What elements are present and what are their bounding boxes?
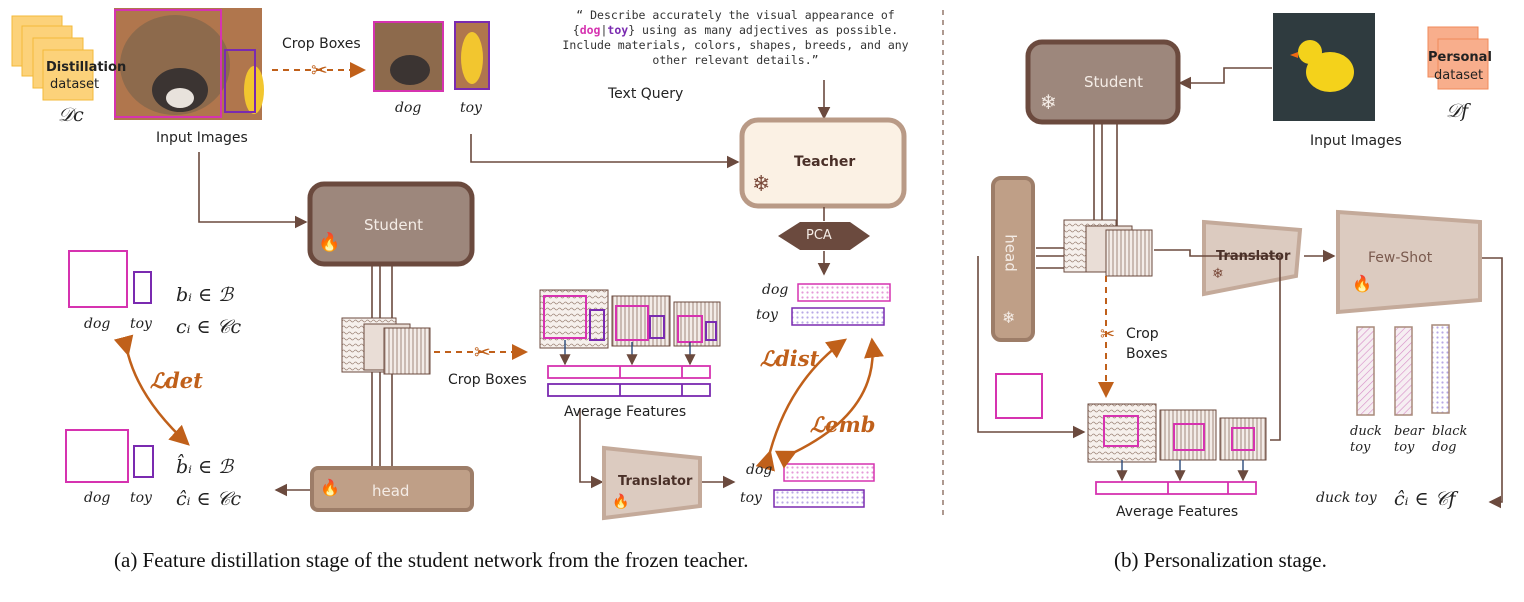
gt-box-dog: [68, 250, 128, 308]
crop-boxes-mid-label: Crop Boxes: [448, 372, 527, 388]
scissors-icon: ✂: [1100, 324, 1116, 345]
pca-label: PCA: [806, 228, 832, 243]
c-i: cᵢ ∈ 𝒞c: [176, 316, 242, 338]
few-shot-label: Few-Shot: [1368, 250, 1433, 266]
cropped-feature-maps: [539, 289, 721, 349]
proto-black-dog: [1431, 324, 1450, 414]
loss-det: ℒdet: [150, 368, 203, 393]
snowflake-icon: ❄: [1002, 308, 1016, 327]
flame-icon: 🔥: [318, 232, 341, 253]
gt-dog-label: dog: [84, 316, 111, 332]
few-shot-box: [1336, 209, 1482, 315]
crop-dog-label: dog: [395, 100, 422, 116]
input-image-duck: [1273, 13, 1375, 121]
translator-feature-toy: [773, 489, 865, 508]
dataset-title: Distillation: [46, 60, 127, 75]
average-features-b: [1095, 481, 1257, 495]
proto-duck-toy: [1356, 326, 1375, 416]
head-box-b: [991, 176, 1035, 342]
teacher-box: [739, 117, 907, 209]
translator-box-b: [1202, 219, 1303, 297]
caption-b: (b) Personalization stage.: [1114, 548, 1327, 572]
pred-box-toy: [133, 445, 154, 478]
crop-dog-image: [373, 21, 444, 92]
cropped-feature-maps-b: [1087, 403, 1267, 463]
distillation-dataset-icon: [11, 15, 94, 101]
pred-label-b: duck toy: [1316, 490, 1377, 506]
c-hat: ĉᵢ ∈ 𝒞c: [176, 488, 242, 510]
input-images-b-label: Input Images: [1310, 133, 1402, 149]
teacher-dog-label: dog: [762, 282, 789, 298]
caption-a: (a) Feature distillation stage of the st…: [114, 548, 749, 572]
translator-b-label: Translator: [1216, 249, 1291, 264]
teacher-label: Teacher: [794, 154, 856, 170]
crop-toy-label: toy: [460, 100, 482, 116]
snowflake-icon: ❄: [1040, 90, 1057, 114]
flame-icon: 🔥: [320, 478, 340, 497]
student-box-b: [1025, 39, 1181, 125]
flame-icon: 🔥: [612, 494, 630, 510]
proto-bear-toy: [1394, 326, 1413, 416]
teacher-toy-label: toy: [756, 307, 778, 323]
pred-class-b: ĉᵢ ∈ 𝒞f: [1394, 488, 1456, 510]
average-features-label: Average Features: [564, 404, 687, 420]
input-image-dog-toy: [114, 8, 264, 120]
loss-emb: ℒemb: [810, 412, 876, 437]
snowflake-icon: ❄: [1212, 266, 1224, 282]
crop-boxes-label: Crop Boxes: [282, 36, 361, 52]
snowflake-icon: ❄: [752, 172, 771, 197]
translator-feature-dog: [783, 463, 875, 482]
dataset-symbol: 𝒟c: [58, 104, 84, 126]
student-b-label: Student: [1084, 73, 1144, 91]
proto-label-bear-toy: bear toy: [1394, 424, 1424, 455]
head-b-label: head: [1001, 234, 1020, 272]
personal-dataset-title: Personal: [1428, 50, 1492, 65]
teacher-feature-dog: [797, 283, 891, 302]
b-hat: b̂ᵢ ∈ ℬ: [176, 456, 234, 478]
student-label: Student: [364, 216, 424, 234]
gt-box-toy: [133, 271, 152, 304]
pred-box-dog: [65, 429, 129, 483]
scissors-icon: ✂: [474, 340, 491, 364]
pred-dog-label: dog: [84, 490, 111, 506]
head-box-a: [310, 466, 474, 512]
crop-boxes-b-label: Crop Boxes: [1126, 326, 1168, 362]
teacher-feature-toy: [791, 307, 885, 326]
text-query: “ Describe accurately the visual appeara…: [562, 8, 909, 67]
personal-dataset-sub: dataset: [1434, 68, 1484, 83]
translator-dog-label: dog: [746, 462, 773, 478]
feature-maps: [341, 317, 431, 375]
personal-dataset-symbol: 𝒟f: [1446, 100, 1469, 122]
head-label: head: [372, 482, 410, 500]
translator-label: Translator: [618, 474, 693, 489]
average-features-b-label: Average Features: [1116, 504, 1239, 520]
translator-box-a: [602, 445, 702, 521]
proto-label-duck-toy: duck toy: [1350, 424, 1382, 455]
crop-toy-image: [454, 21, 490, 90]
proto-label-black-dog: black dog: [1432, 424, 1468, 455]
pca-block: [778, 222, 870, 250]
flame-icon: 🔥: [1352, 274, 1372, 293]
text-query-label: Text Query: [608, 86, 684, 102]
input-images-label: Input Images: [156, 130, 248, 146]
b-i: bᵢ ∈ ℬ: [176, 284, 234, 306]
feature-maps-b: [1063, 219, 1153, 277]
average-features-a: [547, 365, 711, 397]
personal-dataset-icon: [1427, 26, 1489, 90]
pred-toy-label: toy: [130, 490, 152, 506]
student-box: [307, 181, 475, 267]
dataset-sub: dataset: [50, 77, 100, 92]
personal-gt-box: [995, 373, 1043, 419]
translator-toy-label: toy: [740, 490, 762, 506]
scissors-icon: ✂: [311, 58, 328, 82]
gt-toy-label: toy: [130, 316, 152, 332]
loss-dist: ℒdist: [760, 346, 820, 371]
